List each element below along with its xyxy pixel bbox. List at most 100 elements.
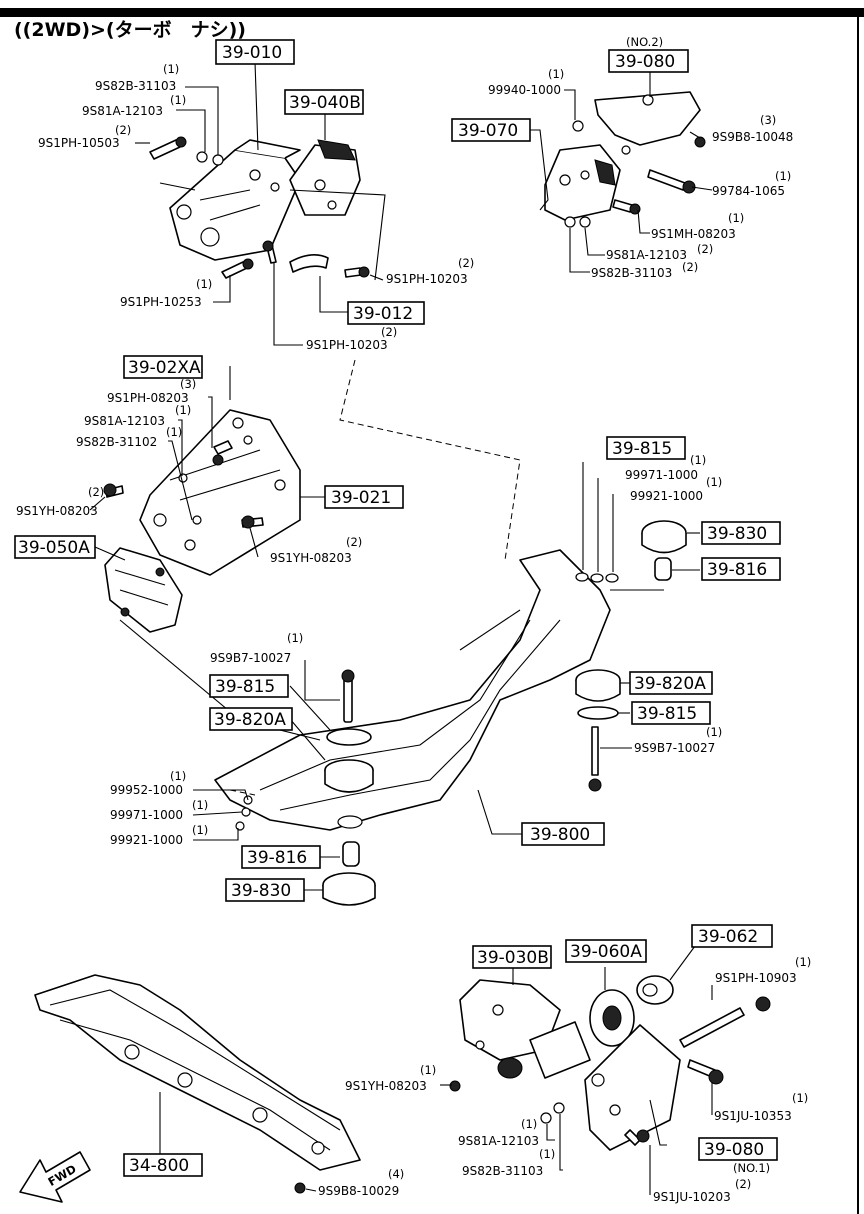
qty-label: (1) [728,211,744,225]
svg-text:39-030B: 39-030B [477,948,549,968]
box-39-030b: 39-030B [472,945,552,969]
part-labels: (1) 9S82B-31103 (1) 9S81A-12103 (2) 9S1P… [16,62,811,1204]
part-number-label: 9S1YH-08203 [16,504,98,518]
part-number-label: 9S81A-12103 [82,104,163,118]
qty-label: (1) [521,1117,537,1131]
svg-text:39-070: 39-070 [458,121,518,141]
qty-label: (1) [163,62,179,76]
box-39-070: 39-070 [451,118,531,142]
part-number-label: 9S81A-12103 [458,1134,539,1148]
qty-label: (1) [775,169,791,183]
box-39-820a-left: 39-820A [209,707,293,731]
svg-text:39-062: 39-062 [698,927,758,947]
svg-text:39-820A: 39-820A [634,674,706,694]
part-number-label: 99921-1000 [630,489,703,503]
mount-39-040b-shape [289,139,361,216]
mount-stack-right-shape [575,520,687,792]
note-no2: (NO.2) [626,35,663,49]
part-number-label: 99921-1000 [110,833,183,847]
fwd-arrow: FWD [19,1151,91,1203]
qty-label: (3) [180,377,196,391]
qty-label: (2) [697,242,713,256]
leader-lines [89,58,713,1195]
part-number-label: 9S1PH-10203 [306,338,388,352]
bolts-top-left [149,136,370,279]
svg-text:39-040B: 39-040B [289,93,361,113]
box-34-800: 34-800 [123,1153,203,1177]
svg-text:34-800: 34-800 [129,1156,189,1176]
crossmember-34-800-shape [34,974,361,1194]
part-number-label: 9S1MH-08203 [651,227,736,241]
svg-text:39-830: 39-830 [707,524,767,544]
qty-label: (1) [548,67,564,81]
qty-label: (1) [192,798,208,812]
part-number-label: 9S1PH-10253 [120,295,202,309]
box-39-815-c: 39-815 [209,674,289,698]
svg-text:39-816: 39-816 [247,848,307,868]
note-no1: (NO.1) [733,1161,770,1175]
qty-label: (1) [170,769,186,783]
svg-text:39-050A: 39-050A [18,538,90,558]
mount-39-062-shape [636,975,674,1005]
svg-text:39-02XA: 39-02XA [128,358,201,378]
qty-label: (2) [115,123,131,137]
qty-label: (1) [539,1147,555,1161]
part-number-label: 9S1YH-08203 [345,1079,427,1093]
svg-text:39-012: 39-012 [353,304,413,324]
bracket-39-080-no1-shape [497,1024,681,1151]
part-number-label: 9S9B8-10029 [318,1184,399,1198]
box-39-830-b: 39-830 [225,878,305,902]
qty-label: (2) [682,260,698,274]
qty-label: (1) [706,725,722,739]
qty-label: (2) [88,485,104,499]
box-39-816-a: 39-816 [701,557,781,581]
svg-text:39-080: 39-080 [704,1140,764,1160]
bracket-39-010-shape [169,139,301,261]
box-39-012: 39-012 [347,301,425,325]
qty-label: (3) [760,113,776,127]
svg-text:39-815: 39-815 [612,439,672,459]
box-39-815-a: 39-815 [606,436,686,460]
part-number-label: 9S9B7-10027 [210,651,291,665]
box-39-021: 39-021 [324,485,404,509]
qty-label: (1) [192,823,208,837]
qty-label: (1) [792,1091,808,1105]
part-number-label: 99952-1000 [110,783,183,797]
part-number-label: 9S1PH-10203 [386,272,468,286]
box-39-080-bottom: 39-080 [698,1137,778,1161]
part-number-label: 99784-1065 [712,184,785,198]
qty-label: (2) [346,535,362,549]
mount-39-060a-shape [529,989,635,1079]
box-39-815-b: 39-815 [631,701,711,725]
part-number-label: 99971-1000 [110,808,183,822]
bolts-lower-right [449,996,771,1146]
svg-text:39-820A: 39-820A [214,710,286,730]
qty-label: (4) [388,1167,404,1181]
qty-label: (1) [175,403,191,417]
qty-label: (1) [166,425,182,439]
stopper-39-012-shape [289,254,329,273]
part-number-label: 9S9B7-10027 [634,741,715,755]
box-39-816-b: 39-816 [241,845,321,869]
part-number-label: 9S82B-31103 [95,79,176,93]
part-number-label: 9S82B-31103 [462,1164,543,1178]
part-number-label: 9S1JU-10353 [714,1109,792,1123]
svg-text:39-816: 39-816 [707,560,767,580]
box-39-062: 39-062 [691,924,773,948]
box-39-820a-right: 39-820A [629,671,713,695]
bracket-39-080-no2-shape [594,91,701,155]
svg-text:39-080: 39-080 [615,52,675,72]
qty-label: (1) [420,1063,436,1077]
qty-label: (1) [795,955,811,969]
svg-text:39-830: 39-830 [231,881,291,901]
qty-label: (2) [381,325,397,339]
qty-label: (1) [690,453,706,467]
qty-label: (1) [706,475,722,489]
box-39-040b: 39-040B [284,89,364,115]
qty-label: (1) [196,277,212,291]
box-39-800: 39-800 [521,822,605,846]
box-39-060a: 39-060A [565,939,647,963]
qty-label: (2) [735,1177,751,1191]
part-number-label: 99940-1000 [488,83,561,97]
